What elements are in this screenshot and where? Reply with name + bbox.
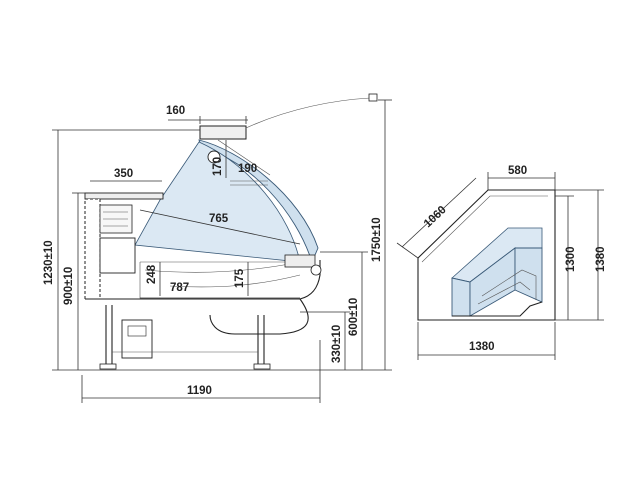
canopy-housing [199, 125, 247, 140]
corner-body-outline [417, 189, 556, 321]
dim-600: 600±10 [348, 298, 360, 336]
dim-248: 248 [146, 264, 158, 284]
dimension-lines [52, 99, 392, 403]
corner-glass-side [514, 247, 543, 303]
corner-dimension-lines [396, 172, 604, 360]
compressor-box [99, 237, 136, 274]
dim-1230: 1230±10 [43, 240, 55, 285]
dim-1190: 1190 [187, 385, 212, 397]
front-bumper [209, 298, 309, 335]
dim-170: 170 [212, 157, 224, 176]
arm-handle-icon [368, 93, 378, 102]
side-section-view: 160 350 170 190 765 248 787 175 1230±10 … [43, 93, 392, 403]
dim-900: 900±10 [63, 267, 75, 305]
dim-175: 175 [234, 268, 246, 288]
dim-580: 580 [508, 165, 527, 177]
corner-glass-front [451, 277, 471, 317]
dim-160: 160 [166, 105, 185, 117]
dim-1750: 1750±10 [371, 217, 383, 262]
lamp-icon [207, 150, 221, 164]
dim-330: 330±10 [331, 325, 343, 363]
dim-1300: 1300 [565, 246, 577, 272]
dim-350: 350 [114, 168, 133, 180]
corner-plan-view: 1060 580 1300 1380 1380 [396, 165, 607, 360]
front-display-shelf [284, 254, 316, 268]
dim-1380-horizontal: 1380 [469, 341, 495, 353]
front-knob-icon [310, 264, 322, 276]
dim-190: 190 [238, 163, 257, 175]
dim-787: 787 [170, 282, 189, 294]
dim-1060: 1060 [422, 204, 449, 230]
rear-shelf [84, 192, 164, 200]
glass-lift-arm [245, 97, 371, 129]
dim-765: 765 [209, 213, 229, 225]
dim-1380-vertical: 1380 [595, 246, 607, 272]
machine-unit [121, 319, 153, 359]
rear-cabinet [84, 198, 101, 300]
